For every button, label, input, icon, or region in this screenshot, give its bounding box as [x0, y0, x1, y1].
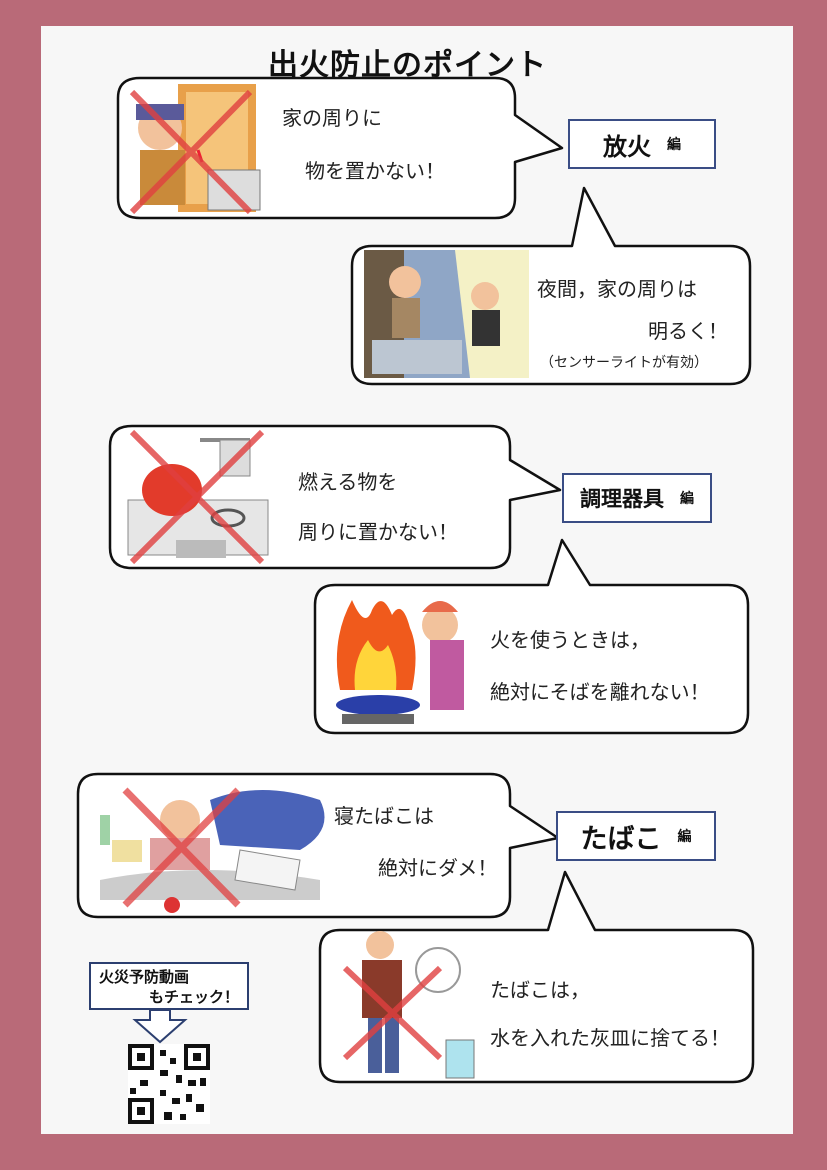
cooking-tip1-line1: 燃える物を: [298, 470, 398, 494]
illustration-arson-night: [364, 250, 529, 378]
page-title: 出火防止のポイント: [268, 48, 547, 83]
section-label-arson: 放火 編: [568, 119, 716, 169]
cross-mark-cooking: [129, 429, 265, 565]
tobacco-tip2-line2: 水を入れた灰皿に捨てる！: [490, 1026, 730, 1050]
arson-tip2-line1: 夜間，家の周りは: [537, 277, 697, 301]
tobacco-tip1-line1: 寝たばこは: [334, 804, 434, 828]
cross-mark-tobacco-disposal: [342, 965, 443, 1061]
arson-tip1-line2: 物を置かない！: [305, 159, 445, 183]
section-label-cooking: 調理器具 編: [562, 473, 712, 523]
arson-tip2-line2: 明るく！: [648, 319, 728, 343]
section-label-arson-text: 放火: [603, 132, 651, 161]
section-label-arson-suffix: 編: [667, 137, 681, 153]
cross-mark-tobacco-bed: [122, 787, 241, 908]
section-label-cooking-text: 調理器具: [580, 487, 664, 511]
arson-tip2-note: （センサーライトが有効）: [540, 355, 708, 371]
illustration-tobacco-ashtray: [362, 931, 475, 1079]
illustration-cooking-fire: [336, 600, 464, 724]
speech-bubble-cooking-2: [313, 538, 750, 735]
cooking-tip2-line1: 火を使うときは，: [490, 628, 650, 652]
tobacco-tip1-line2: 絶対にダメ！: [378, 856, 498, 880]
cooking-tip1-line2: 周りに置かない！: [298, 520, 458, 544]
arson-tip1-line1: 家の周りに: [282, 106, 382, 130]
qr-code[interactable]: [128, 1044, 210, 1124]
section-label-tobacco: たばこ 編: [556, 811, 716, 861]
section-label-tobacco-text: たばこ: [580, 823, 662, 855]
callout-arrow: [132, 1009, 188, 1044]
video-callout-line2: もチェック！: [149, 988, 240, 1006]
video-callout-line1: 火災予防動画: [99, 968, 190, 986]
tobacco-tip2-line1: たばこは，: [490, 978, 590, 1002]
section-label-tobacco-suffix: 編: [677, 829, 692, 845]
section-label-cooking-suffix: 編: [680, 491, 694, 507]
speech-bubble-tobacco-2: [318, 870, 755, 1084]
video-callout: 火災予防動画 もチェック！: [89, 962, 249, 1010]
cross-mark-arson: [129, 89, 253, 215]
illustration-arson-person: [136, 84, 261, 212]
cooking-tip2-line2: 絶対にそばを離れない！: [490, 680, 710, 704]
